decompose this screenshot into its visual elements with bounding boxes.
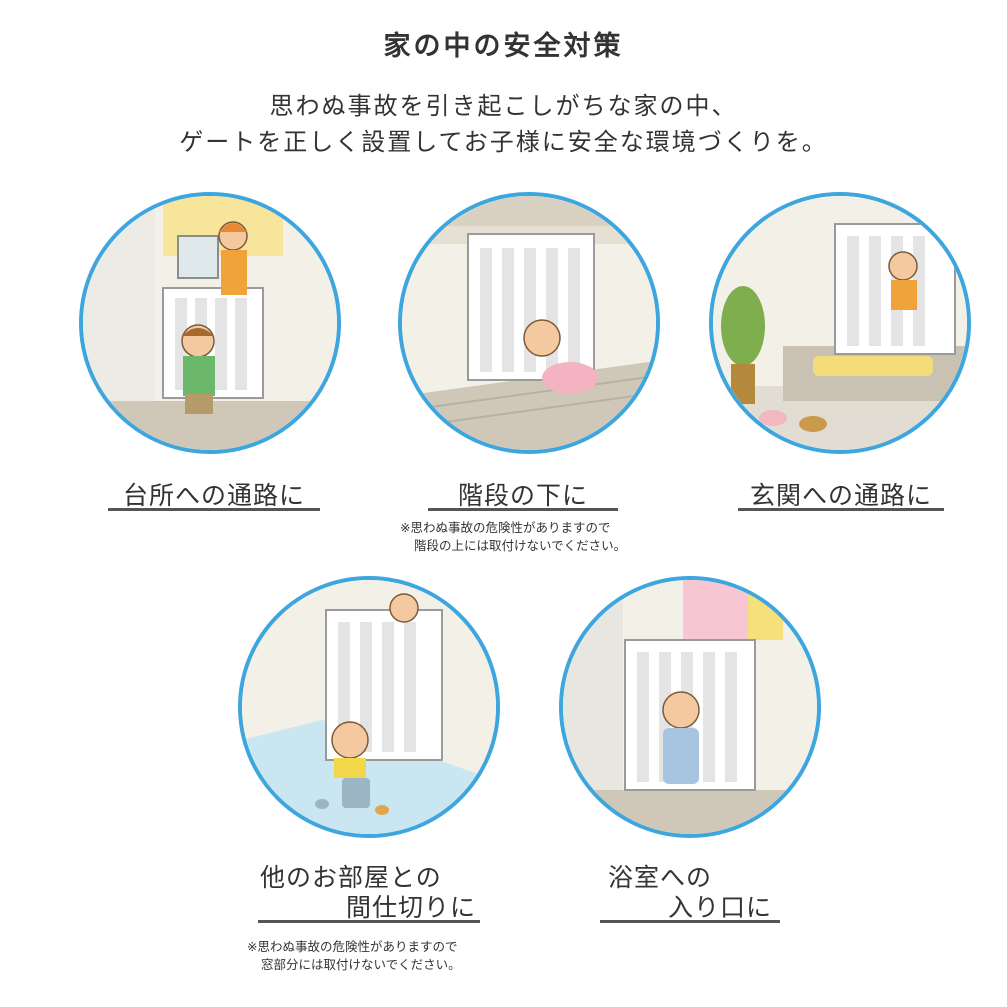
subtitle-line-1: 思わぬ事故を引き起こしがちな家の中、 (269, 92, 738, 120)
underline-bathroom (600, 920, 780, 923)
page-title: 家の中の安全対策 (383, 31, 624, 62)
underline-stairs (428, 508, 618, 511)
scene-entrance-illustration (709, 192, 971, 454)
scene-room-illustration (238, 576, 500, 838)
underline-entrance (738, 508, 944, 511)
label-kitchen: 台所への通路に (122, 481, 305, 510)
subtitle-line-2: ゲートを正しく設置してお子様に安全な環境づくりを。 (179, 128, 828, 156)
label-bathroom-line-1: 浴室への (608, 863, 713, 892)
scene-bathroom-illustration (559, 576, 821, 838)
scene-stairs-illustration (398, 192, 660, 454)
label-room-line-1: 他のお部屋との (260, 863, 442, 892)
label-bathroom-line-2: 入り口に (667, 893, 772, 922)
note-stairs-line-2: 階段の上には取付けないでください。 (414, 538, 627, 553)
label-stairs: 階段の下に (457, 481, 588, 510)
underline-kitchen (108, 508, 320, 511)
note-stairs-line-1: ※思わぬ事故の危険性がありますので (400, 520, 611, 535)
note-room-line-1: ※思わぬ事故の危険性がありますので (247, 939, 458, 954)
label-room-line-2: 間仕切りに (345, 893, 476, 922)
scene-kitchen-illustration (79, 192, 341, 454)
label-entrance: 玄関への通路に (749, 481, 932, 510)
note-room-line-2: 窓部分には取付けないでください。 (261, 957, 461, 972)
underline-room (258, 920, 480, 923)
